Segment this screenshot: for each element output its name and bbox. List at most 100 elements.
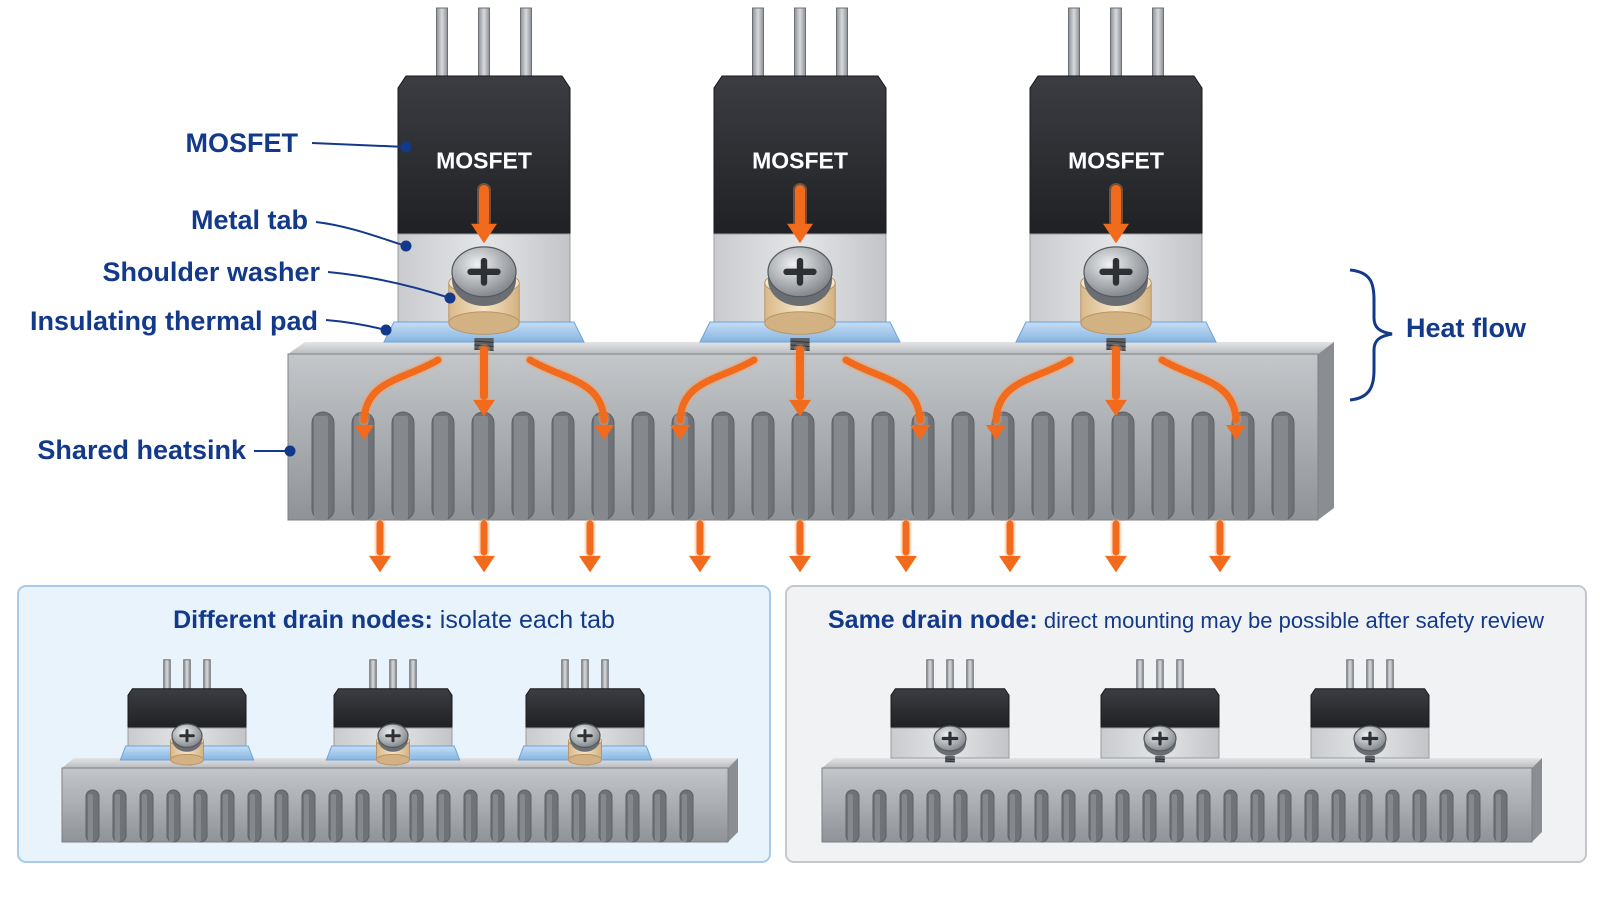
heatsink-fin-slot-shade [1226, 794, 1231, 842]
heatsink-fin-slot-shade [1442, 794, 1447, 842]
heat-arrow-head [895, 555, 917, 573]
heatsink-fin-slot-shade [1334, 794, 1339, 842]
mosfet-body [333, 688, 453, 729]
heatsink-fin-slot-shade [520, 794, 525, 842]
panel-direct-mounting: Same drain node: direct mounting may be … [785, 585, 1587, 863]
heatsink-fin-slot-shade [493, 794, 498, 842]
heatsink-fin-slot-shade [250, 794, 255, 842]
heat-arrow-head [1103, 223, 1129, 244]
heatsink-fin-slot-shade [1154, 416, 1168, 520]
screw-cross [1361, 731, 1379, 746]
right-heatsink [821, 758, 1542, 843]
heatsink-fin-slot-shade [929, 794, 934, 842]
heatsink-fin-slot-shade [88, 794, 93, 842]
mosfet-pin [520, 7, 532, 85]
heat-arrow-icon [1209, 518, 1231, 573]
heatsink-fin-slot-shade [1469, 794, 1474, 842]
heat-arrow-icon [524, 354, 614, 440]
mosfet-pin [601, 659, 609, 694]
mosfet-assembly [517, 659, 653, 766]
heatsink-fin-slot-shade [434, 416, 448, 520]
heatsink-fin-slot-shade [914, 416, 928, 520]
leader-lines [254, 141, 456, 457]
heat-arrow-icon [789, 518, 811, 573]
heatsink-fin-slot-shade [634, 416, 648, 520]
phillips-screw-icon [377, 723, 409, 752]
washer-bottom [170, 753, 204, 766]
heatsink-fin-slot-shade [655, 794, 660, 842]
mosfet-pin [436, 7, 448, 85]
heatsink-fin-slot-shade [875, 794, 880, 842]
label-shoulder-washer: Shoulder washer [102, 257, 320, 287]
mosfet-pin [1110, 7, 1122, 85]
heat-arrow-icon [1105, 344, 1127, 417]
screw-cross [941, 731, 959, 746]
heat-arrow-head [689, 555, 711, 573]
phillips-screw-icon [171, 723, 203, 752]
mosfet-assembly [1310, 659, 1430, 763]
heat-arrow-shaft [360, 356, 442, 424]
heatsink-fin-slot-shade [474, 416, 488, 520]
left-heatsink [61, 758, 738, 843]
heat-arrow-icon [473, 344, 495, 417]
heatsink-fin-slot-shade [1253, 794, 1258, 842]
heatsink-fin-slot-shade [714, 416, 728, 520]
heatsink-fin-slot-shade [358, 794, 363, 842]
heat-arrow-shaft [526, 356, 608, 424]
heat-arrow-icon [670, 354, 760, 440]
heat-arrow-head [1105, 399, 1127, 417]
heatsink-fin-slot-shade [1037, 794, 1042, 842]
heatsink-fin-slot-shade [1194, 416, 1208, 520]
heat-arrow-shaft [992, 356, 1074, 424]
heatsink-fin-slot-shade [1415, 794, 1420, 842]
heat-arrow-icon [1156, 354, 1246, 440]
heatsink-fin-slot-shade [834, 416, 848, 520]
mosfet-pin [1366, 659, 1374, 694]
heatsink-fin-slot-shade [794, 416, 808, 520]
heatsink-fin-slot-shade [674, 416, 688, 520]
washer-bottom [376, 753, 410, 766]
screw-cross [1099, 257, 1133, 286]
heatsink-fin-slot-shade [848, 794, 853, 842]
heatsink-fin-slot-shade [331, 794, 336, 842]
screw-thread [790, 340, 810, 343]
label-metal-tab: Metal tab [191, 205, 308, 235]
mosfet-assembly: MOSFET [1015, 7, 1217, 351]
heat-arrow-icon [787, 183, 813, 244]
phillips-screw-icon [569, 723, 601, 752]
heatsink-fin-slot-shade [412, 794, 417, 842]
heat-arrow-head [594, 425, 614, 440]
heatsink-fin-slot-shade [1172, 794, 1177, 842]
mosfet-pin [389, 659, 397, 694]
heatsink-fin-slot-shade [594, 416, 608, 520]
heatsink-fin-slot-shade [1496, 794, 1501, 842]
phillips-screw-icon [1083, 246, 1149, 307]
mosfet-pin [794, 7, 806, 85]
phillips-screw-icon [451, 246, 517, 307]
panel-right-title: Same drain node: direct mounting may be … [828, 606, 1544, 634]
washer-bottom [1080, 311, 1152, 335]
mosfet-pin [966, 659, 974, 694]
screw-thread [790, 344, 810, 347]
heatsink-fin-slot-shade [547, 794, 552, 842]
panel-right-title-rest: direct mounting may be possible after sa… [1038, 608, 1544, 633]
heatsink-fin-slot-shade [1064, 794, 1069, 842]
screw-cross [179, 729, 195, 743]
panel-left-title-rest: isolate each tab [433, 606, 615, 634]
heatsink-fin-slot-shade [1234, 416, 1248, 520]
label-heatsink: Shared heatsink [37, 435, 247, 465]
heat-arrow-shaft [676, 356, 758, 424]
screw-cross [467, 257, 501, 286]
mosfet-body-label: MOSFET [752, 148, 848, 174]
phillips-screw-icon [933, 725, 967, 756]
mosfet-pin [163, 659, 171, 694]
mosfet-assembly: MOSFET [699, 7, 901, 351]
mosfet-body [127, 688, 247, 729]
heat-arrow-head [1105, 555, 1127, 573]
heat-arrow-head [789, 555, 811, 573]
label-thermal-pad: Insulating thermal pad [30, 306, 318, 336]
heatsink-fin-slot-shade [574, 794, 579, 842]
heat-arrow-head [1209, 555, 1231, 573]
